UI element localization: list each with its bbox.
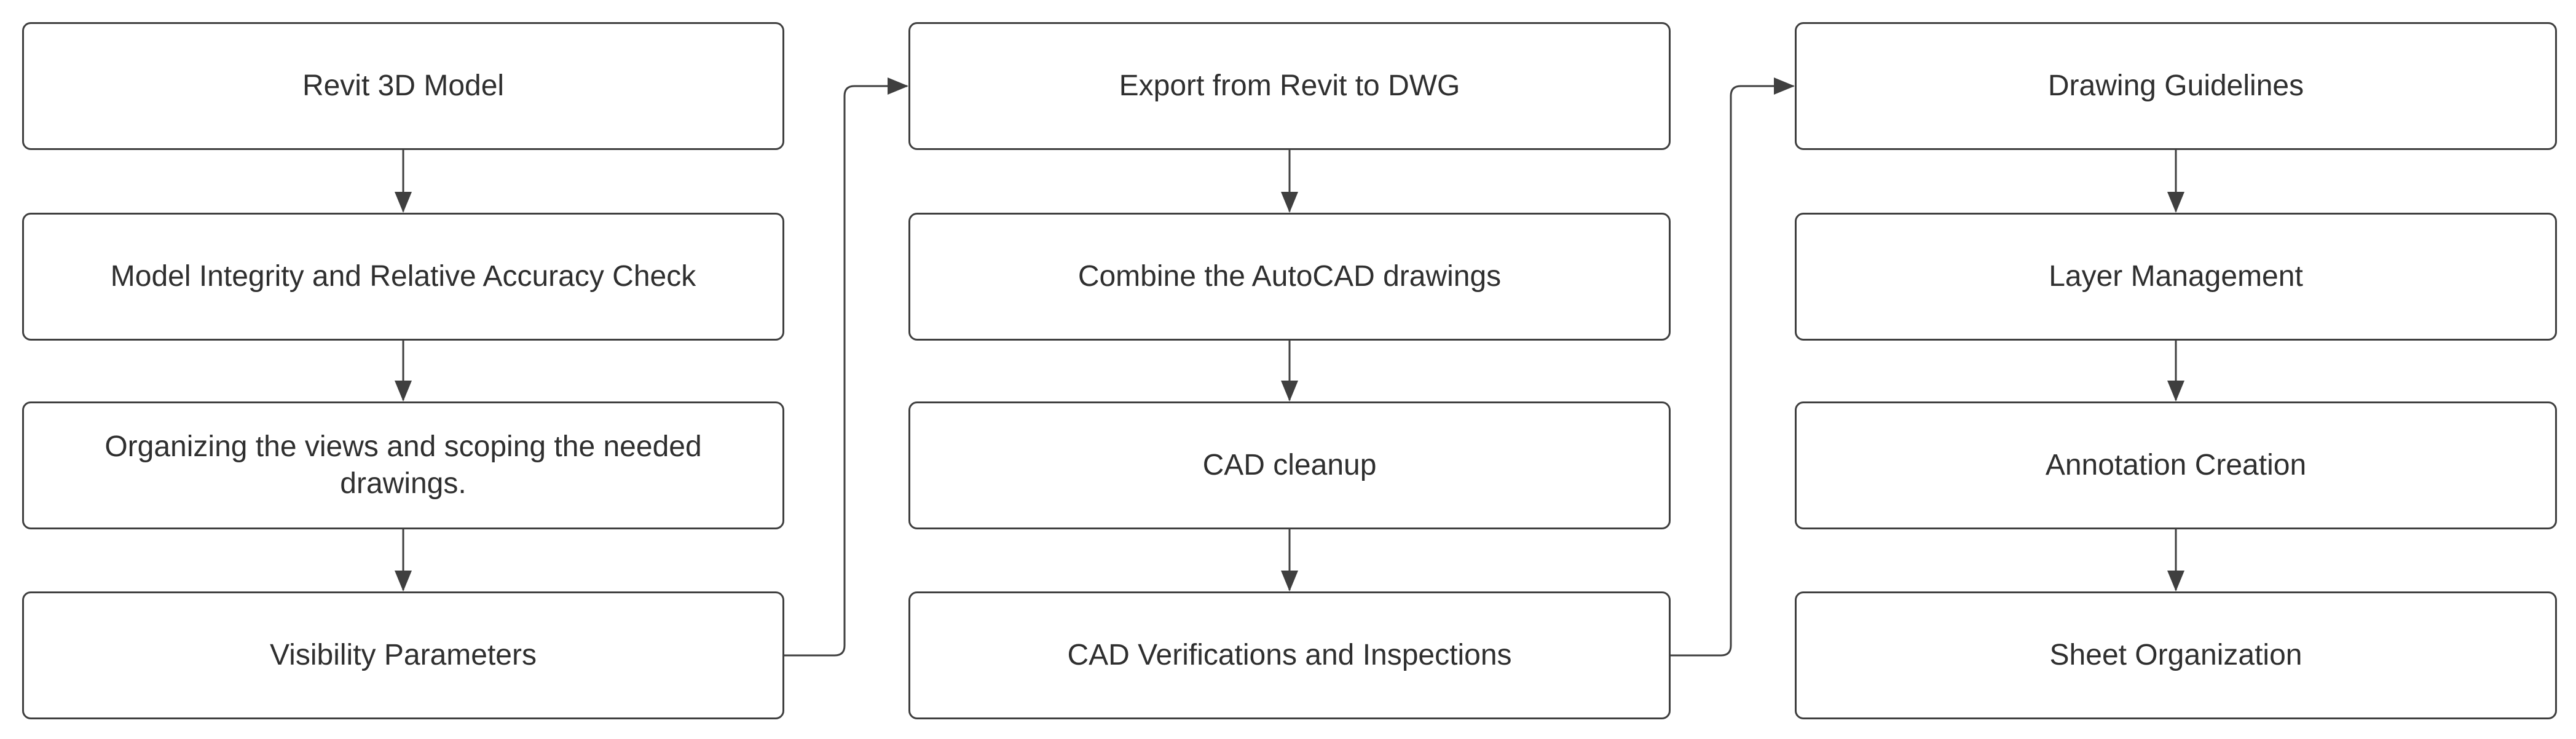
step-label: Drawing Guidelines	[2047, 69, 2304, 102]
connector-c1-to-c2	[784, 77, 908, 657]
step-export-revit-to-dwg: Export from Revit to DWG	[908, 22, 1671, 150]
step-label: Revit 3D Model	[302, 69, 505, 102]
step-cad-verifications: CAD Verifications and Inspections	[908, 591, 1671, 719]
step-label: Model Integrity and Relative Accuracy Ch…	[110, 260, 696, 293]
step-drawing-guidelines: Drawing Guidelines	[1795, 22, 2557, 150]
step-label: Combine the AutoCAD drawings	[1077, 260, 1502, 293]
step-label: Annotation Creation	[2045, 449, 2307, 481]
step-revit-3d-model: Revit 3D Model	[22, 22, 784, 150]
step-label: CAD Verifications and Inspections	[1067, 639, 1512, 671]
step-label: Layer Management	[2049, 260, 2303, 293]
step-label: Organizing the views and scoping the nee…	[104, 430, 702, 500]
step-label: Visibility Parameters	[270, 639, 537, 671]
step-label: Sheet Organization	[2049, 639, 2302, 671]
step-cad-cleanup: CAD cleanup	[908, 401, 1671, 529]
step-sheet-organization: Sheet Organization	[1795, 591, 2557, 719]
step-label: CAD cleanup	[1202, 449, 1377, 481]
step-layer-management: Layer Management	[1795, 213, 2557, 341]
connector-c2-to-c3	[1671, 77, 1795, 657]
step-label: Export from Revit to DWG	[1119, 69, 1460, 102]
step-combine-autocad-drawings: Combine the AutoCAD drawings	[908, 213, 1671, 341]
step-organizing-views: Organizing the views and scoping the nee…	[22, 401, 784, 529]
step-visibility-parameters: Visibility Parameters	[22, 591, 784, 719]
step-annotation-creation: Annotation Creation	[1795, 401, 2557, 529]
step-model-integrity-check: Model Integrity and Relative Accuracy Ch…	[22, 213, 784, 341]
